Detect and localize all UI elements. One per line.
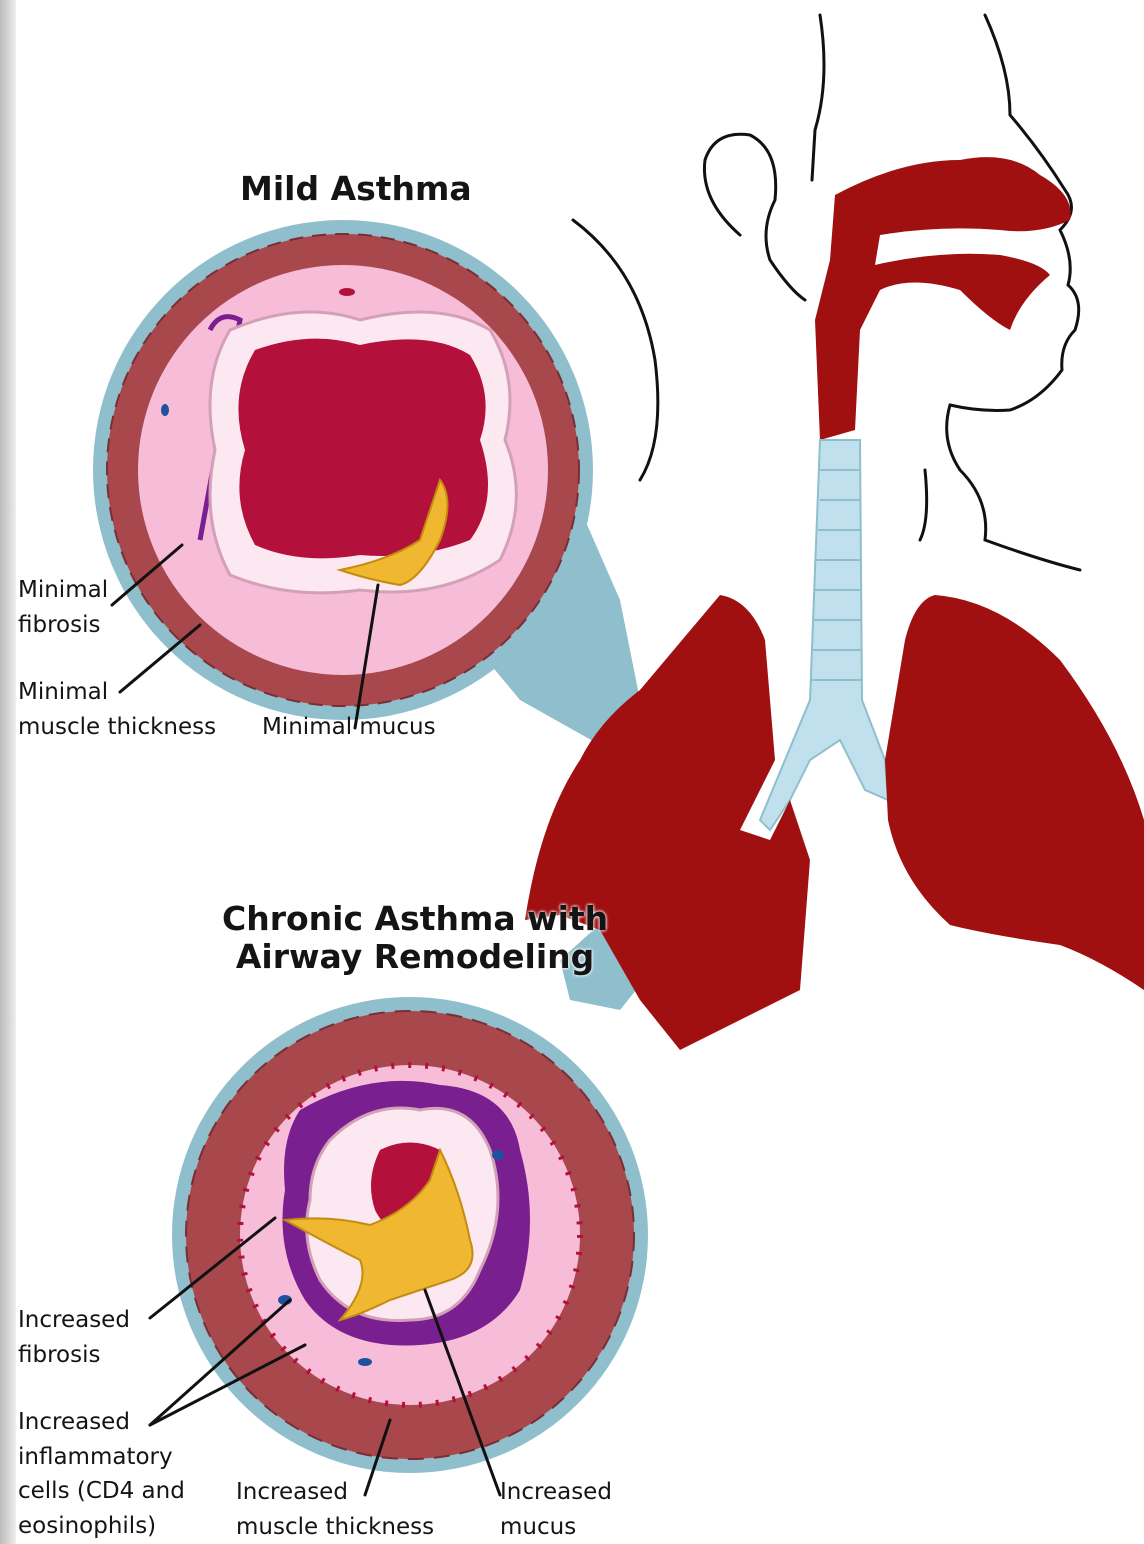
label-line: muscle thickness [236,1510,434,1544]
label-increased-mucus: Increased mucus [500,1475,612,1544]
label-increased-inflammatory: Increased inflammatory cells (CD4 and eo… [18,1405,185,1543]
chronic-title-line1: Chronic Asthma with [222,900,608,938]
chronic-title-line2: Airway Remodeling [222,938,608,976]
label-line: Increased [18,1405,185,1440]
label-line: Increased [500,1475,612,1510]
label-line: cells (CD4 and [18,1474,185,1509]
label-line: Increased [18,1303,130,1338]
right-lung [885,595,1144,990]
label-line: Minimal [18,573,108,608]
label-line: fibrosis [18,608,108,643]
label-minimal-mucus: Minimal mucus [262,710,436,745]
label-minimal-muscle: Minimal muscle thickness [18,675,216,744]
label-line: fibrosis [18,1338,130,1373]
label-increased-fibrosis: Increased fibrosis [18,1303,130,1372]
mild-airway-cross-section [93,220,593,720]
label-line: eosinophils) [18,1509,185,1544]
trachea [760,440,888,830]
label-line: muscle thickness [18,710,216,745]
label-line: Minimal [18,675,216,710]
label-minimal-fibrosis: Minimal fibrosis [18,573,108,642]
chronic-asthma-title: Chronic Asthma with Airway Remodeling [222,900,608,976]
label-line: mucus [500,1510,612,1544]
mild-asthma-title: Mild Asthma [240,170,472,208]
label-line: inflammatory [18,1440,185,1475]
label-increased-muscle: Increased muscle thickness [236,1475,434,1544]
label-line: Increased [236,1475,434,1510]
mild-lumen [238,339,488,559]
chronic-airway-cross-section [172,997,648,1473]
